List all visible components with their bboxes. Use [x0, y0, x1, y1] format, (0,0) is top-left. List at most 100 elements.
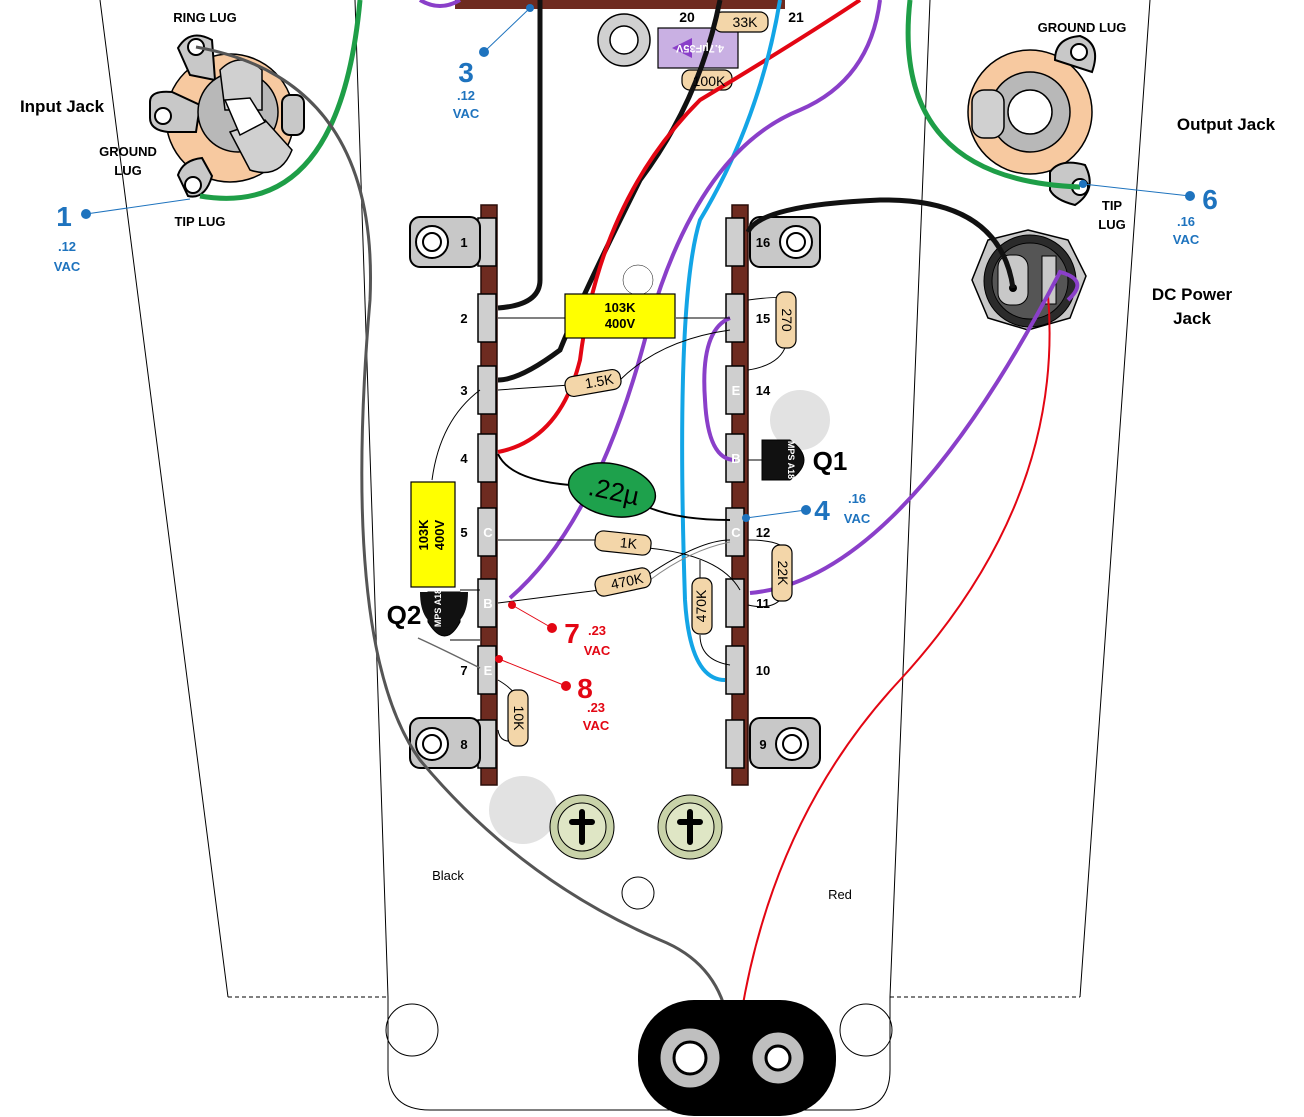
test-point-8-number: 8	[577, 673, 593, 704]
right-strip-pin-letter: B	[731, 451, 740, 466]
ground-lug-label-2: LUG	[114, 163, 141, 178]
cap-top-label-2: 400V	[605, 316, 636, 331]
test-point-8-unit: VAC	[583, 718, 610, 733]
test-point-1-unit: VAC	[54, 259, 81, 274]
test-point-3-unit: VAC	[453, 106, 480, 121]
transistors	[420, 439, 805, 637]
right-strip-pin-letter: C	[731, 525, 741, 540]
input-jack-label: Input Jack	[20, 97, 105, 116]
left-strip-pad-number: 8	[460, 737, 467, 752]
test-point-1-number: 1	[56, 201, 72, 232]
cap-top-label-1: 103K	[604, 300, 636, 315]
output-jack	[967, 34, 1096, 207]
test-point-4-value: .16	[848, 491, 866, 506]
dc-power-label-2: Jack	[1173, 309, 1211, 328]
right-strip-pin-letter: E	[732, 383, 741, 398]
right-strip-tab	[725, 217, 745, 267]
right-strip-pad-number: 12	[756, 525, 770, 540]
dc-power-jack	[971, 229, 1087, 331]
right-strip-tab	[725, 578, 745, 628]
right-strip-tab	[725, 645, 745, 695]
test-point-7-value: .23	[588, 623, 606, 638]
input-jack	[149, 34, 305, 198]
resistor-33k-label: 33K	[733, 14, 759, 30]
output-jack-label: Output Jack	[1177, 115, 1276, 134]
text-labels: RING LUG Input Jack GROUND LUG TIP LUG G…	[20, 9, 1276, 902]
resistor-1-5k-label: 1.5K	[584, 371, 616, 392]
test-point-markers	[81, 4, 1195, 691]
left-strip-pin-letter: C	[483, 525, 493, 540]
right-strip-tab	[725, 507, 745, 557]
capacitor-022u	[567, 462, 657, 518]
q2-part-label: MPS A18	[433, 589, 443, 627]
ground-lug-right-label: GROUND LUG	[1038, 20, 1127, 35]
capacitor-103k-top	[564, 293, 676, 339]
q2-label: Q2	[387, 600, 422, 630]
resistor-470k-b-label: 470K	[693, 589, 709, 622]
enclosure-outline	[99, 0, 1151, 1111]
cap-left-label-2: 400V	[432, 519, 447, 550]
left-strip-pad-number: 5	[460, 525, 467, 540]
red-wire-label: Red	[828, 887, 852, 902]
black-wire-label: Black	[432, 868, 464, 883]
right-strip-pad-number: 10	[756, 663, 770, 678]
left-strip-tab	[477, 365, 497, 415]
dc-power-label-1: DC Power	[1152, 285, 1233, 304]
left-strip-tab	[477, 645, 497, 695]
wires	[195, 0, 1081, 1061]
right-strip-pad-number: 11	[756, 596, 770, 611]
left-strip-tab	[477, 293, 497, 343]
test-point-1-value: .12	[58, 239, 76, 254]
left-strip-pin-letter: B	[483, 596, 492, 611]
resistors	[507, 291, 797, 747]
battery-clip	[638, 1000, 836, 1116]
right-strip-pad-number: 16	[756, 235, 770, 250]
left-strip-pin-letter: E	[484, 663, 493, 678]
terminal-strips	[409, 204, 821, 786]
right-strip-pad-number: 15	[756, 311, 770, 326]
tip-lug-left-label: TIP LUG	[174, 214, 225, 229]
left-strip-pad-number: 2	[460, 311, 467, 326]
test-point-8-value: .23	[587, 700, 605, 715]
test-point-4-unit: VAC	[844, 511, 871, 526]
right-strip-pad-number: 9	[759, 737, 766, 752]
test-point-6-unit: VAC	[1173, 232, 1200, 247]
top-board	[455, 0, 785, 91]
ring-lug-label: RING LUG	[173, 10, 237, 25]
resistor-470k-a-label: 470K	[609, 570, 645, 593]
test-point-3-number: 3	[458, 57, 474, 88]
q1-part-label: MPS A18	[786, 441, 796, 479]
test-point-6-number: 6	[1202, 184, 1218, 215]
test-point-7-number: 7	[564, 618, 580, 649]
left-strip-pad-number: 1	[460, 235, 467, 250]
q1-label: Q1	[813, 446, 848, 476]
screws	[489, 264, 830, 860]
left-strip-tab	[477, 433, 497, 483]
resistor-270-label: 270	[779, 308, 795, 332]
ground-lug-label-1: GROUND	[99, 144, 157, 159]
test-point-4-number: 4	[814, 495, 830, 526]
resistor-10k-label: 10K	[511, 706, 527, 732]
resistor-100k-label: 100K	[693, 73, 726, 89]
left-strip-pad-number: 7	[460, 663, 467, 678]
capacitors	[410, 293, 676, 588]
test-point-6-value: .16	[1177, 214, 1195, 229]
resistor-22k-label: 22K	[775, 561, 791, 587]
cap-left-label-1: 103K	[416, 519, 431, 551]
right-strip-tab	[725, 719, 745, 769]
tip-lug-right-label-1: TIP	[1102, 198, 1123, 213]
left-strip-pad-number: 4	[460, 451, 468, 466]
top-pad-20-label: 20	[679, 9, 695, 25]
capacitor-103k-left	[410, 481, 456, 588]
tip-lug-right-label-2: LUG	[1098, 217, 1125, 232]
top-pad-21-label: 21	[788, 9, 804, 25]
right-strip-pad-number: 14	[756, 383, 771, 398]
test-point-3-value: .12	[457, 88, 475, 103]
left-strip-tab	[477, 507, 497, 557]
electrolytic-cap-label: 4.7µF35V	[675, 42, 724, 54]
test-point-7-unit: VAC	[584, 643, 611, 658]
right-strip-tab	[725, 365, 745, 415]
